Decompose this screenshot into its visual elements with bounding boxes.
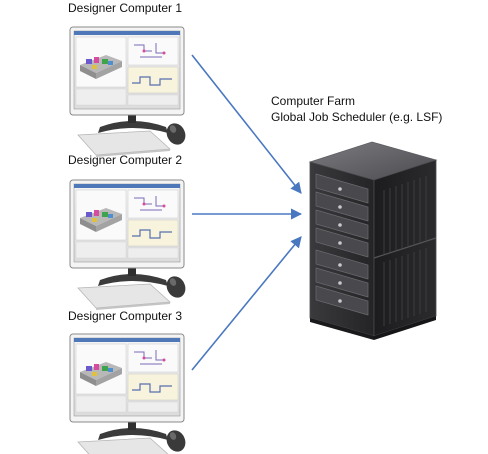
designer-computer-2: [69, 179, 190, 311]
computer-label-1: Designer Computer 1: [68, 1, 183, 15]
arrow-icon: [191, 54, 302, 194]
server-rack-icon: [308, 141, 438, 340]
desktop-computer-icon: [69, 333, 190, 454]
designer-computer-3: [69, 333, 190, 454]
arrow-icon: [191, 236, 302, 371]
farm-subtitle: Global Job Scheduler (e.g. LSF): [271, 110, 443, 124]
designer-computer-1: [69, 26, 190, 158]
farm-title: Computer Farm: [271, 94, 356, 108]
computer-label-2: Designer Computer 2: [68, 153, 183, 167]
desktop-computer-icon: [69, 26, 190, 158]
desktop-computer-icon: [69, 179, 190, 311]
computer-label-3: Designer Computer 3: [68, 309, 183, 323]
